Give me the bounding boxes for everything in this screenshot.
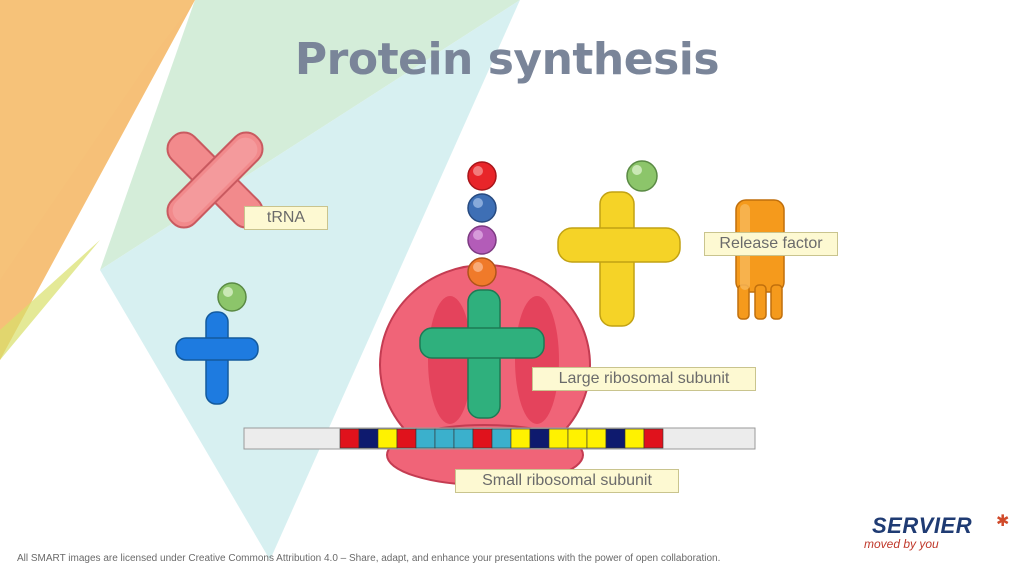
mrna-codon bbox=[453, 428, 474, 449]
mrna-codon bbox=[377, 428, 398, 449]
mrna-codon bbox=[434, 428, 455, 449]
mrna-codon bbox=[643, 428, 664, 449]
trna-yellow bbox=[557, 160, 681, 327]
logo-wordmark: SERVIER bbox=[872, 513, 973, 538]
mrna-codon bbox=[567, 428, 588, 449]
page-title: Protein synthesis bbox=[294, 34, 720, 85]
mrna-codon bbox=[586, 428, 607, 449]
license-footer: All SMART images are licensed under Crea… bbox=[17, 553, 721, 564]
release-factor-shape bbox=[735, 199, 785, 320]
label-large-ribosomal-subunit: Large ribosomal subunit bbox=[532, 367, 756, 391]
mrna-codon bbox=[624, 428, 645, 449]
mrna-strand bbox=[243, 427, 756, 450]
mrna-codon bbox=[472, 428, 493, 449]
label-small-ribosomal-subunit: Small ribosomal subunit bbox=[455, 469, 679, 493]
logo-mark-icon: ✱ bbox=[996, 513, 1010, 530]
mrna-codon bbox=[510, 428, 531, 449]
bg-lime-triangle bbox=[0, 240, 100, 360]
servier-logo: SERVIER ✱ moved by you bbox=[862, 513, 1012, 553]
trna-green bbox=[419, 289, 545, 419]
label-trna: tRNA bbox=[244, 206, 328, 230]
mrna-codons bbox=[339, 428, 664, 449]
amino-acid-green-ball bbox=[217, 282, 247, 312]
logo-tagline: moved by you bbox=[864, 537, 939, 551]
mrna-codon bbox=[339, 428, 360, 449]
trna-blue bbox=[175, 282, 259, 405]
mrna-codon bbox=[396, 428, 417, 449]
mrna-codon bbox=[548, 428, 569, 449]
mrna-codon bbox=[415, 428, 436, 449]
trna-pink-x bbox=[166, 131, 264, 229]
mrna-codon bbox=[529, 428, 550, 449]
bg-cyan-triangle bbox=[100, 0, 520, 560]
amino-acid-chain bbox=[467, 161, 497, 287]
label-release-factor: Release factor bbox=[704, 232, 838, 256]
mrna-codon bbox=[491, 428, 512, 449]
mrna-codon bbox=[358, 428, 379, 449]
mrna-codon bbox=[605, 428, 626, 449]
